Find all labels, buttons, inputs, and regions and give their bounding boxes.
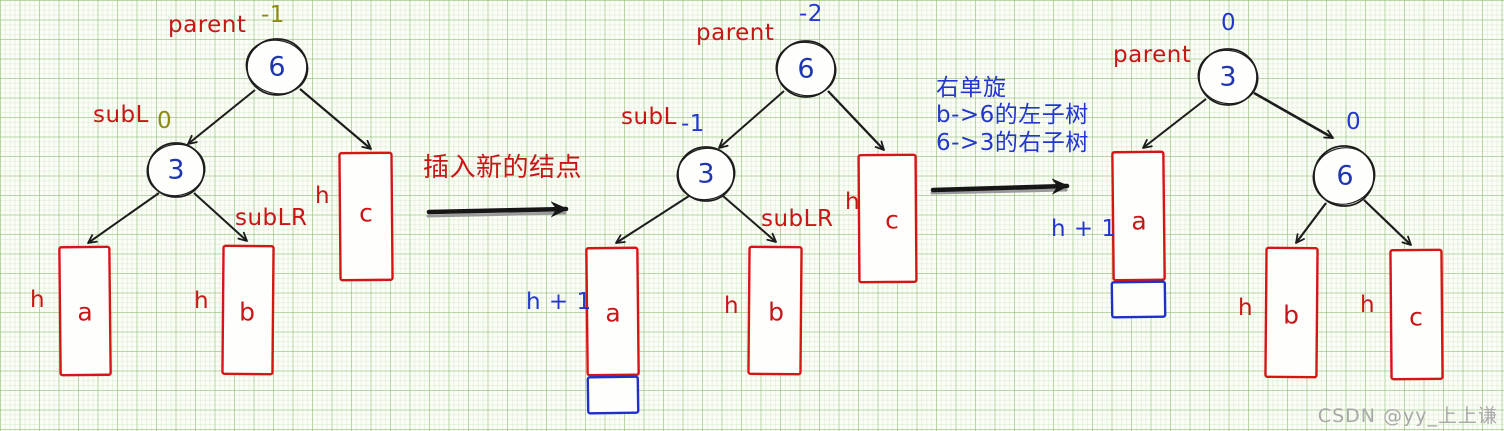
tree2-subtree-b-rect	[747, 245, 803, 376]
tree1-edge-left-to-b	[193, 192, 248, 242]
tree3-b-height-label: h	[1238, 295, 1254, 321]
tree-after-rotate-shapes	[1110, 48, 1444, 381]
tree-before-shapes	[58, 38, 394, 377]
tree3-node-6-circle	[1312, 145, 1376, 207]
tree1-b-height-label: h	[194, 288, 210, 314]
tree1-subL-balance-factor: 0	[157, 108, 173, 134]
tree1-edge-left-to-a	[87, 192, 160, 244]
tree3-inserted-node-rect	[1110, 280, 1167, 319]
tree2-c-letter: c	[885, 205, 899, 235]
tree2-b-height-label: h	[724, 293, 740, 319]
tree2-node-6-circle	[775, 40, 837, 98]
tree2-parent-label: parent	[696, 20, 775, 46]
tree3-edge-right-to-b	[1295, 202, 1327, 244]
tree1-a-letter: a	[77, 297, 93, 327]
tree1-subLR-label: subLR	[235, 205, 308, 231]
tree3-right-balance-factor: 0	[1346, 109, 1362, 135]
tree1-b-letter: b	[239, 297, 255, 327]
rotate-step-caption-line3: 6->3的右子树	[936, 130, 1089, 156]
tree1-node-6-circle	[245, 38, 309, 96]
tree3-node-3-circle	[1197, 48, 1259, 106]
tree2-subL-label: subL	[621, 104, 677, 130]
tree2-edge-root-to-c	[827, 90, 885, 151]
tree2-edge-left-to-b	[722, 195, 777, 243]
insert-arrow	[426, 209, 569, 216]
tree3-a-height-label: h + 1	[1051, 216, 1117, 242]
tree2-root-value: 6	[797, 53, 815, 85]
tree1-c-letter: c	[359, 198, 373, 228]
tree1-subtree-b-rect	[221, 244, 275, 376]
tree1-edge-root-to-left	[187, 89, 256, 145]
tree3-subtree-c-rect	[1389, 248, 1444, 381]
tree3-root-value: 3	[1219, 61, 1237, 93]
tree3-c-height-label: h	[1360, 292, 1376, 318]
tree2-subLR-label: subLR	[761, 206, 834, 232]
insert-step-caption: 插入新的结点	[423, 153, 583, 183]
tree3-c-letter: c	[1409, 302, 1423, 332]
tree2-edge-left-to-a	[615, 195, 690, 244]
tree-after-insert-shapes	[585, 40, 918, 415]
tree1-root-balance-factor: -1	[261, 2, 285, 28]
rotate-arrow	[930, 186, 1070, 193]
tree2-root-balance-factor: -2	[799, 1, 823, 27]
tree3-edge-root-to-a	[1142, 98, 1207, 149]
tree3-edge-root-to-right	[1253, 91, 1334, 140]
tree3-parent-label: parent	[1113, 42, 1192, 68]
tree2-node-3-circle	[676, 146, 736, 202]
rotate-step-caption-line1: 右单旋	[936, 75, 1007, 101]
tree2-edge-root-to-left	[718, 90, 785, 149]
tree1-subL-label: subL	[93, 102, 149, 128]
tree1-subtree-c-rect	[338, 151, 394, 282]
tree3-subtree-b-rect	[1264, 246, 1319, 379]
tree2-subtree-a-rect	[585, 246, 640, 377]
tree1-root-value: 6	[268, 51, 286, 83]
tree2-subL-value: 3	[697, 158, 715, 190]
tree3-right-value: 6	[1336, 160, 1354, 192]
tree3-a-letter: a	[1131, 206, 1147, 236]
tree2-c-height-label: h	[845, 189, 861, 215]
tree3-b-letter: b	[1283, 300, 1299, 330]
tree1-subtree-a-rect	[58, 245, 112, 377]
tree1-node-3-circle	[146, 142, 206, 198]
tree2-subtree-c-rect	[857, 153, 918, 284]
tree2-a-letter: a	[605, 298, 621, 328]
tree3-edge-right-to-c	[1363, 199, 1412, 246]
tree3-subtree-a-rect	[1111, 150, 1166, 282]
tree1-c-height-label: h	[315, 183, 331, 209]
tree1-edge-root-to-c	[299, 88, 372, 150]
tree2-inserted-node-rect	[586, 375, 640, 415]
rotate-step-caption-line2: b->6的左子树	[936, 102, 1089, 128]
tree2-b-letter: b	[768, 297, 784, 327]
tree2-subL-balance-factor: -1	[681, 111, 705, 137]
tree1-a-height-label: h	[30, 287, 46, 313]
tree1-parent-label: parent	[168, 12, 247, 38]
tree2-a-height-label: h + 1	[526, 289, 592, 315]
tree3-root-balance-factor: 0	[1221, 10, 1237, 36]
tree1-subL-value: 3	[167, 154, 185, 186]
csdn-watermark: CSDN @yy_上上谦	[1317, 405, 1498, 427]
